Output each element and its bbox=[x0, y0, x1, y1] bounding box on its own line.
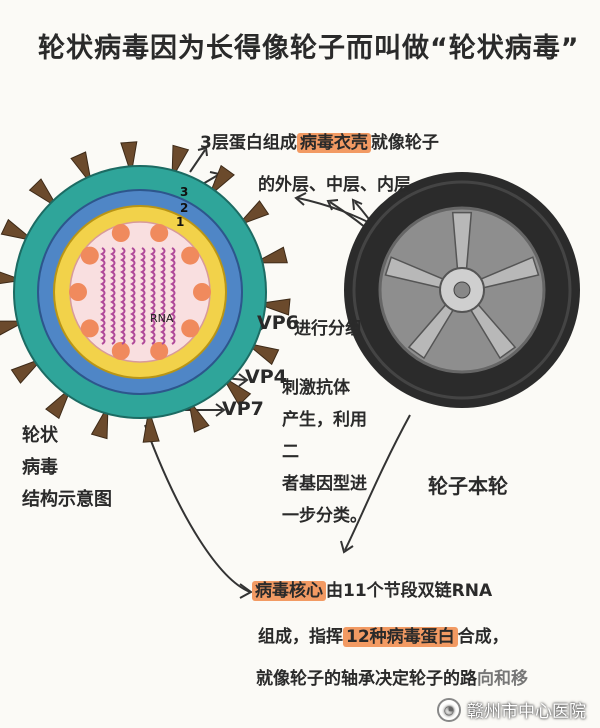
core-protein bbox=[111, 224, 130, 242]
core-protein bbox=[80, 319, 99, 338]
virus-spikes bbox=[0, 141, 291, 443]
core-protein bbox=[69, 283, 87, 301]
layer-1-label: 1 bbox=[176, 215, 184, 229]
core-note-line3: 就像轮子的轴承决定轮子的路向和移 bbox=[256, 664, 528, 689]
tire-tread bbox=[352, 180, 572, 400]
watermark: ◔ 赣州市中心医院 bbox=[437, 697, 586, 722]
spike bbox=[142, 409, 160, 443]
core-protein bbox=[193, 283, 211, 301]
core-protein bbox=[181, 319, 200, 338]
rna-strand bbox=[160, 247, 166, 345]
vp4-label: VP4 bbox=[245, 366, 287, 388]
vp-description-line: 产生，利用二 bbox=[282, 410, 367, 462]
virus-caption-line: 轮状 bbox=[22, 425, 58, 446]
wheel-axle bbox=[453, 281, 471, 299]
spike bbox=[0, 218, 35, 242]
layer-3-label: 3 bbox=[180, 185, 188, 199]
shell-note-highlight: 病毒衣壳 bbox=[296, 133, 371, 153]
core-note-highlight-1: 病毒核心 bbox=[252, 581, 326, 601]
shell-note-line2: 的外层、中层、内层 bbox=[258, 175, 411, 195]
rna-strand bbox=[110, 247, 116, 345]
virus-diagram: RNA 3 2 1 bbox=[0, 141, 291, 443]
spike bbox=[90, 405, 109, 440]
vp6-label: VP6 bbox=[257, 312, 299, 334]
spike bbox=[188, 399, 210, 433]
core-note-text-1: 由11个节段双链RNA bbox=[326, 581, 493, 601]
spike bbox=[171, 144, 190, 179]
rna-strand bbox=[130, 247, 136, 345]
spike bbox=[28, 178, 59, 208]
rna-strands bbox=[100, 247, 176, 345]
rna-strand bbox=[170, 247, 176, 345]
core-note-text-3-faded: 向和移 bbox=[477, 669, 528, 689]
shell-note-prefix: 3层蛋白组成 bbox=[200, 133, 297, 153]
spike bbox=[45, 387, 72, 420]
rna-strand bbox=[120, 247, 126, 345]
spike bbox=[208, 164, 235, 197]
spike bbox=[10, 357, 43, 384]
virus-core bbox=[69, 221, 211, 363]
watermark-text: 赣州市中心医院 bbox=[467, 702, 586, 722]
shell-note-line1: 3层蛋白组成病毒衣壳就像轮子 bbox=[200, 128, 439, 153]
vp-description-line: 刺激抗体 bbox=[282, 378, 350, 398]
core-note-text-2a: 组成，指挥 bbox=[258, 627, 343, 647]
rna-label: RNA bbox=[150, 312, 174, 325]
core-note-highlight-2: 12种病毒蛋白 bbox=[343, 627, 458, 647]
core-protein bbox=[150, 224, 169, 242]
virus-caption: 轮状 病毒 结构示意图 bbox=[22, 420, 112, 516]
vp-description-line: 者基因型进 bbox=[282, 474, 367, 494]
virus-caption-line: 病毒 bbox=[22, 457, 58, 478]
rim-spokes bbox=[384, 211, 540, 360]
core-note-text-2b: 合成， bbox=[457, 627, 509, 647]
core-protein bbox=[80, 246, 99, 265]
vp-description-line: 一步分类。 bbox=[282, 506, 367, 526]
virus-caption-line: 结构示意图 bbox=[22, 489, 112, 510]
core-protein bbox=[181, 246, 200, 265]
core-protein bbox=[111, 342, 130, 360]
spike bbox=[120, 141, 138, 175]
rna-strand bbox=[140, 247, 146, 345]
core-protein bbox=[150, 342, 169, 360]
spike bbox=[221, 376, 252, 406]
core-note-line1: 病毒核心由11个节段双链RNA bbox=[252, 576, 492, 601]
wechat-bubble-icon: ◔ bbox=[437, 697, 461, 722]
page-title: 轮状病毒因为长得像轮子而叫做“轮状病毒” bbox=[38, 33, 580, 64]
spike bbox=[70, 151, 92, 185]
core-note-text-3: 就像轮子的轴承决定轮子的路 bbox=[256, 669, 477, 689]
wheel-drawing bbox=[344, 172, 580, 408]
vp6-description: 进行分组 bbox=[294, 319, 362, 339]
wheel-caption: 轮子本轮 bbox=[428, 474, 508, 498]
spike bbox=[245, 342, 280, 366]
shell-note-suffix: 就像轮子 bbox=[370, 133, 439, 153]
rna-strand bbox=[100, 247, 106, 345]
core-hearts bbox=[69, 224, 211, 360]
layer-2-label: 2 bbox=[180, 201, 188, 215]
rna-strand bbox=[150, 247, 156, 345]
vp7-label: VP7 bbox=[222, 398, 264, 420]
vp-description: 刺激抗体 产生，利用二 者基因型进 一步分类。 bbox=[282, 372, 382, 532]
spike bbox=[237, 200, 270, 227]
